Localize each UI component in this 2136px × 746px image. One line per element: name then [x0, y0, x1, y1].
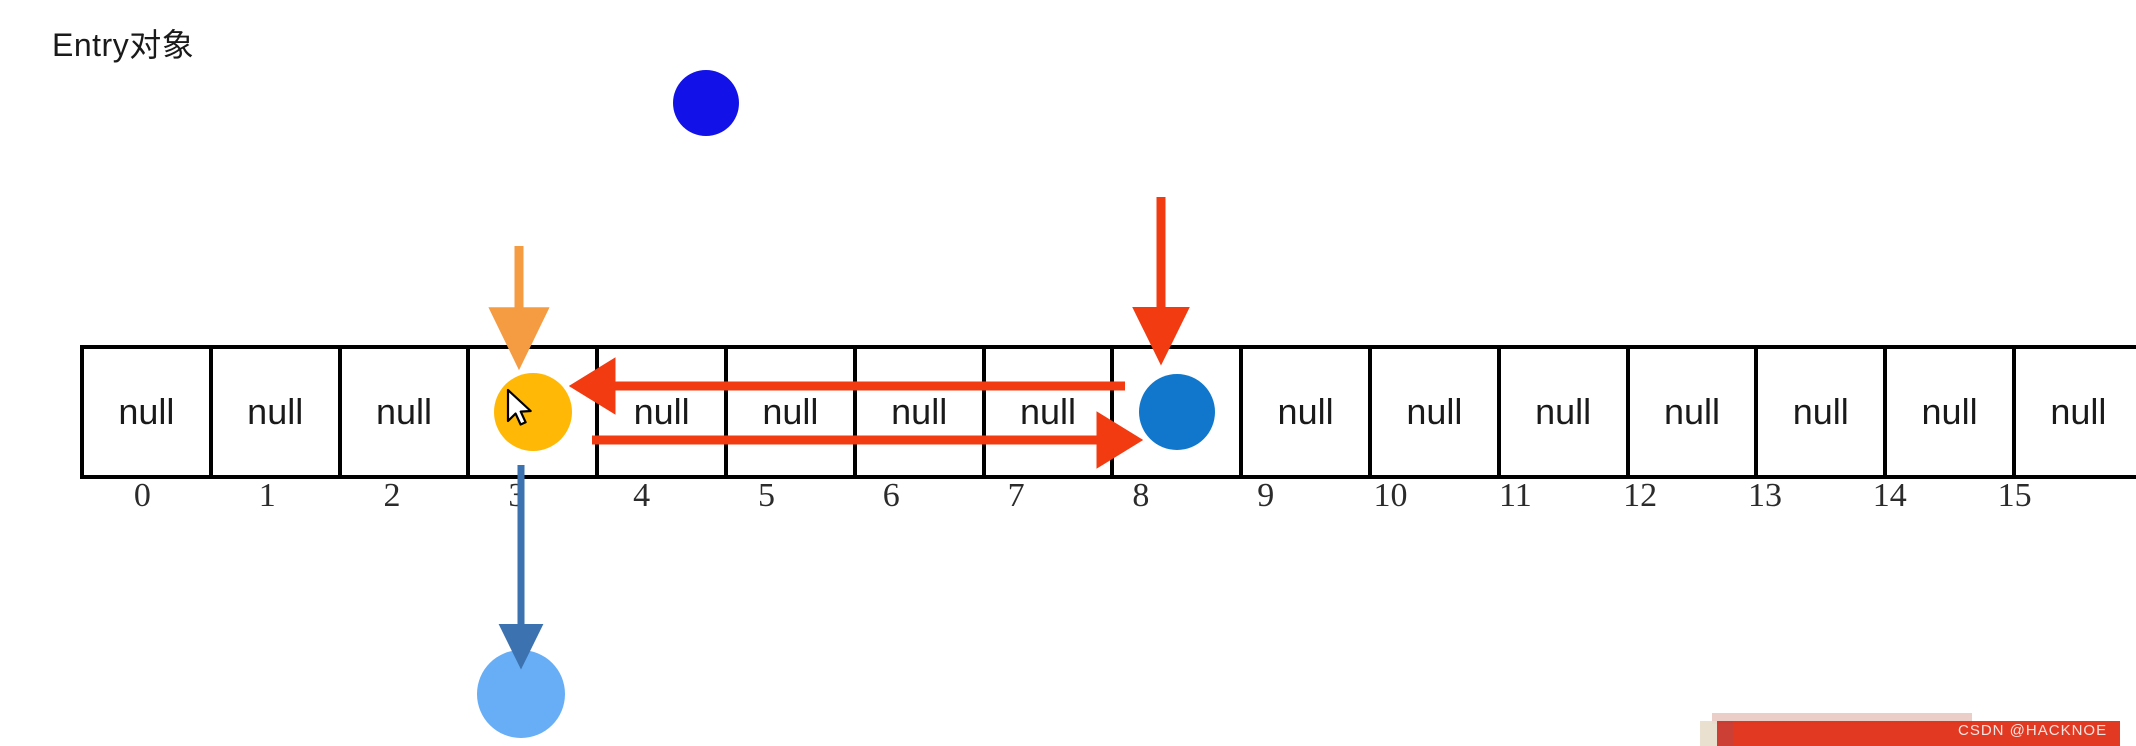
index-label-0: 0 [133, 477, 151, 514]
free-entry-node-circle [673, 70, 739, 136]
cell-value: null [2050, 391, 2107, 432]
cell-value: null [1277, 391, 1334, 432]
cell-value: null [1792, 391, 1849, 432]
index-label-10: 10 [1373, 477, 1408, 514]
cell-value: null [1019, 391, 1076, 432]
index-label-12: 12 [1623, 477, 1658, 514]
index-label-13: 13 [1747, 477, 1782, 514]
cell-value: null [118, 391, 175, 432]
index-label-11: 11 [1498, 477, 1532, 514]
array-cell-0[interactable]: null [80, 345, 213, 479]
index-label-8: 8 [1132, 477, 1150, 514]
light-blue-entry-node-circle [477, 650, 565, 738]
index-label-9: 9 [1257, 477, 1275, 514]
cell-value: null [1921, 391, 1978, 432]
array-cell-15[interactable]: null [2011, 345, 2136, 479]
array-cell-7[interactable]: null [981, 345, 1115, 479]
array-cell-9[interactable]: null [1239, 345, 1372, 479]
watermark-bar [1700, 721, 2120, 746]
index-label-2: 2 [383, 477, 401, 514]
index-label-6: 6 [882, 477, 900, 514]
index-label-4: 4 [633, 477, 651, 514]
array-cell-14[interactable]: null [1883, 345, 2016, 479]
amber-entry-node-circle [493, 373, 572, 451]
array-cell-6[interactable]: null [852, 345, 986, 479]
array-cell-4[interactable]: null [595, 345, 728, 479]
array-cell-5[interactable]: null [723, 345, 857, 479]
array-cell-1[interactable]: null [208, 345, 342, 479]
page-title: Entry对象 [52, 27, 195, 63]
array-cell-8[interactable] [1110, 345, 1244, 479]
array-cell-3[interactable] [466, 345, 600, 479]
table-row: null null null null null null null [80, 345, 2136, 479]
watermark-bar-highlight [1712, 713, 1972, 724]
index-label-1: 1 [258, 477, 276, 514]
cell-value: null [1406, 391, 1463, 432]
array-cell-13[interactable]: null [1754, 345, 1888, 479]
array-index-labels: 0 1 2 3 4 5 6 7 8 9 10 11 12 13 14 15 [80, 477, 2077, 515]
array-cell-12[interactable]: null [1625, 345, 1759, 479]
cell-value: null [375, 391, 433, 432]
index-label-15: 15 [1997, 477, 2032, 514]
cell-value: null [762, 391, 819, 432]
cell-value: null [891, 391, 948, 432]
array-cell-10[interactable]: null [1367, 345, 1501, 479]
array-cell-2[interactable]: null [337, 345, 471, 479]
array-table: null null null null null null null [80, 345, 2136, 479]
watermark-text: CSDN @HACKNOE [1958, 722, 2108, 739]
index-label-5: 5 [757, 477, 775, 514]
cell-value: null [1663, 391, 1720, 432]
cell-value: null [247, 391, 304, 432]
index-label-7: 7 [1007, 477, 1025, 514]
array-cell-11[interactable]: null [1496, 345, 1630, 479]
index-label-3: 3 [508, 477, 526, 514]
cell-value: null [633, 391, 690, 432]
index-label-14: 14 [1872, 477, 1907, 514]
hash-bucket-array: null null null null null null null [80, 345, 2136, 479]
blue-entry-node-circle [1138, 374, 1215, 450]
cell-value: null [1535, 391, 1592, 432]
